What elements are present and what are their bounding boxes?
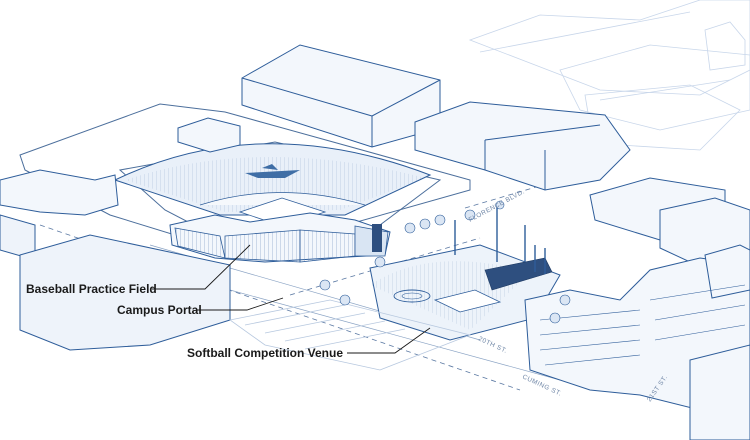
team-logo-icon: [245, 164, 300, 178]
building-window-rows: [539, 284, 746, 366]
leader-portal: [196, 297, 284, 311]
buildings-east: [524, 177, 750, 440]
trees: [319, 200, 571, 324]
campus-portal-building: [169, 212, 391, 263]
callout-leaders: [152, 244, 431, 354]
buildings-north: [177, 44, 631, 191]
street-label-20th: 20TH ST.: [477, 335, 508, 354]
callout-baseball-practice-field: Baseball Practice Field: [26, 282, 157, 296]
buildings-west: [0, 169, 231, 351]
softball-competition-venue: [369, 205, 561, 341]
leader-baseball: [152, 244, 251, 290]
callout-campus-portal: Campus Portal: [117, 303, 202, 317]
callout-softball-competition-venue: Softball Competition Venue: [187, 346, 344, 360]
parking-lot: [229, 299, 472, 371]
leader-softball: [347, 327, 431, 354]
baseball-practice-field: [113, 143, 432, 227]
